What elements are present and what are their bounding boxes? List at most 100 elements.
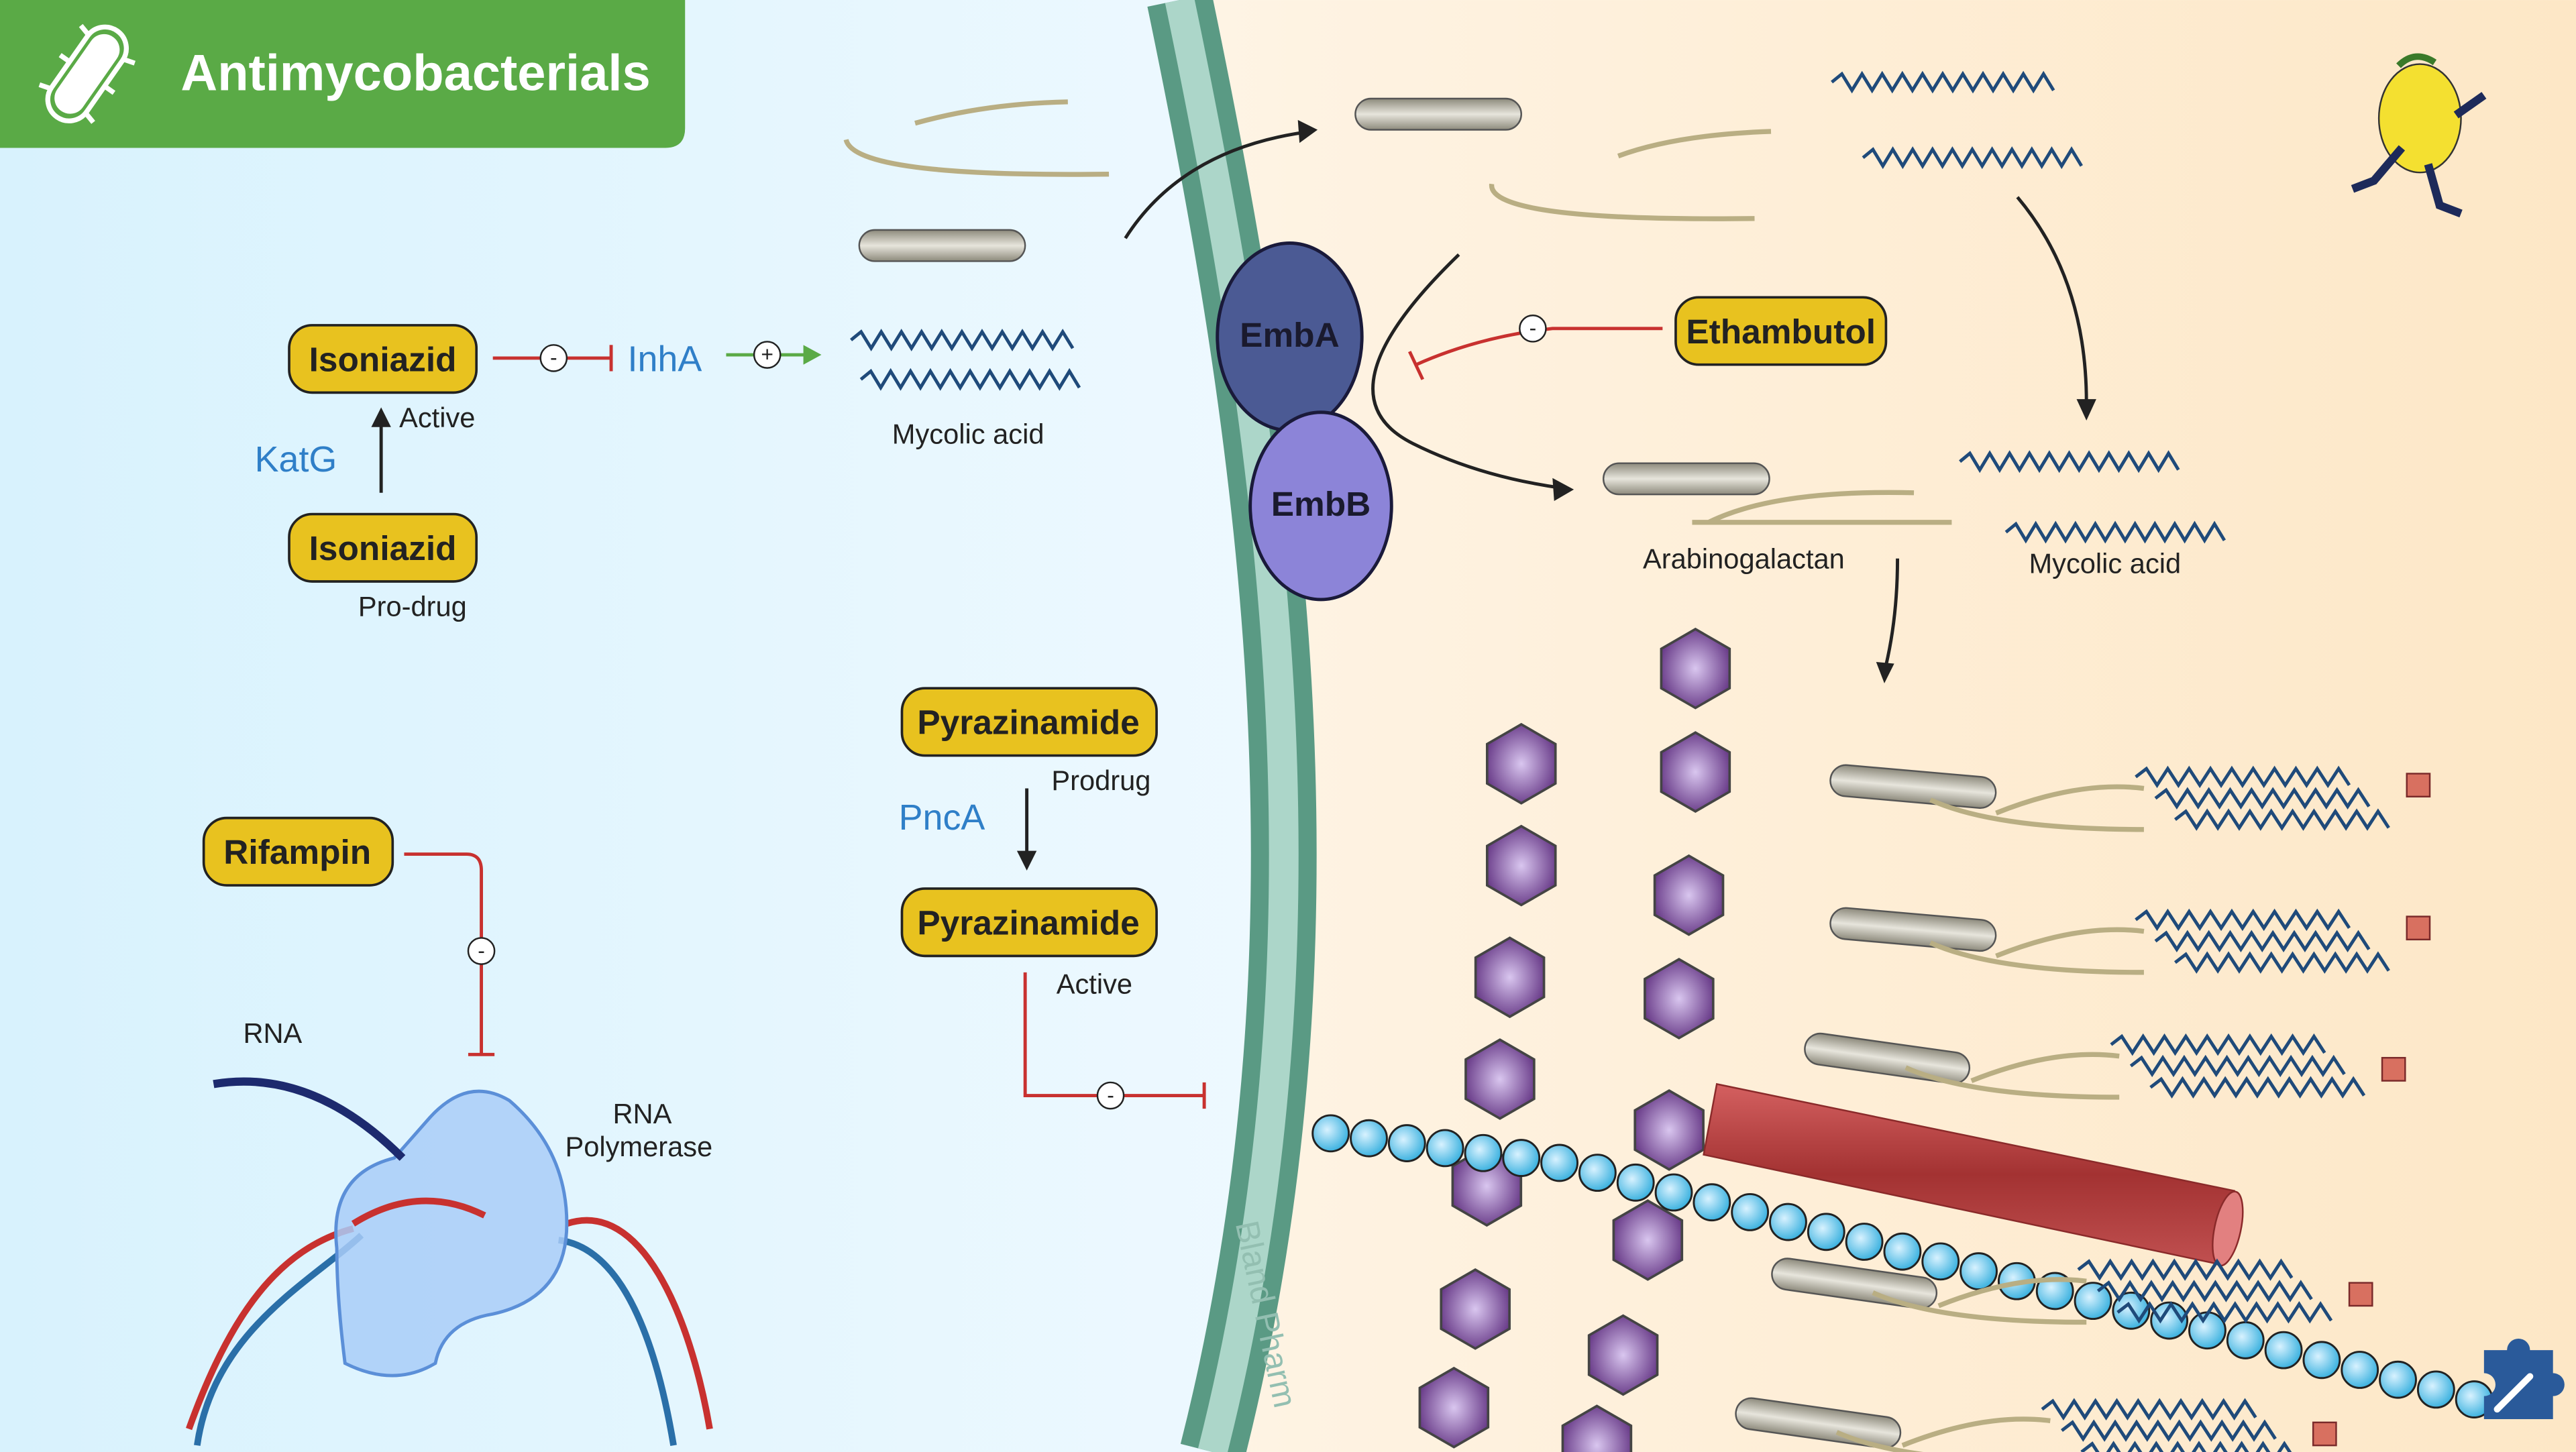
arabinan-bead	[1387, 1124, 1426, 1162]
rifampin-label: Rifampin	[223, 832, 371, 871]
minus-sign: -	[1529, 316, 1537, 340]
active-label: Active	[399, 402, 475, 433]
bacterium-icon	[38, 23, 136, 124]
arabinan-bead	[1540, 1143, 1578, 1182]
arabinan-bead	[1426, 1129, 1464, 1168]
arabinan-bead	[1616, 1163, 1655, 1202]
minus-sign: -	[550, 345, 557, 370]
header-banner: Antimycobacterials	[0, 0, 686, 148]
arabinan-bead	[1693, 1183, 1731, 1222]
arabinan-bead	[2379, 1360, 2417, 1399]
sugar-hexagon	[1464, 1038, 1536, 1120]
inhibition-line	[404, 852, 483, 1055]
mycolic-acid-zigzag	[2129, 1054, 2346, 1078]
arabinan-bead	[2188, 1311, 2226, 1350]
mycolic-acid-label: Mycolic acid	[892, 418, 1044, 449]
arabinan-bead	[1769, 1203, 1807, 1241]
sugar-hexagon	[1653, 854, 1725, 936]
synthesis-arrow	[1371, 253, 1561, 490]
mycolic-acid-zigzag	[2154, 787, 2371, 809]
minus-sign-icon	[467, 937, 496, 965]
ethambutol-badge[interactable]: Ethambutol	[1674, 296, 1888, 366]
sugar-hexagon	[1418, 1366, 1490, 1449]
page-title: Antimycobacterials	[180, 45, 650, 102]
rna-strand	[213, 1077, 406, 1161]
lipid-anchor	[2406, 915, 2431, 941]
arabinan-bead	[1960, 1252, 1998, 1290]
mycolic-acid-zigzag	[2060, 1419, 2277, 1442]
pyrazinamide-active-label: Pyrazinamide	[917, 903, 1139, 942]
minus-sign: -	[478, 938, 485, 962]
sugar-hexagon	[1660, 731, 1731, 813]
arabinan-bead	[1311, 1114, 1350, 1153]
arabinan-bead	[1845, 1223, 1884, 1261]
mycolic-acid-zigzag	[2080, 1441, 2292, 1452]
mycolic-acid-zigzag	[2149, 1076, 2366, 1099]
galactan-chain	[1929, 784, 2145, 832]
isoniazid-active-badge[interactable]: Isoniazid	[288, 324, 478, 394]
mycolic-acid-zigzag	[2116, 1301, 2333, 1324]
arrowhead	[803, 345, 822, 365]
arabinan-bead	[1883, 1232, 1922, 1271]
sugar-hexagon	[1561, 1404, 1633, 1452]
arrowhead	[1552, 478, 1574, 501]
isoniazid-active-label: Isoniazid	[309, 340, 457, 379]
flow-arrow	[2016, 196, 2088, 403]
arrowhead	[1016, 850, 1037, 871]
sugar-hexagon	[1440, 1268, 1511, 1350]
arabinan-bead	[2302, 1341, 2341, 1380]
rifampin-badge[interactable]: Rifampin	[202, 816, 394, 887]
arabinan-bead	[2226, 1321, 2265, 1359]
mycolic-acid-zigzag	[850, 329, 1075, 351]
mycolic-acid-zigzag	[2135, 908, 2351, 932]
prodrug-label-2: Prodrug	[1051, 765, 1150, 796]
arrowhead	[371, 407, 391, 427]
mycolic-acid-zigzag	[2004, 520, 2226, 544]
arabinan-rod	[1804, 1032, 1971, 1084]
isoniazid-prodrug-badge[interactable]: Isoniazid	[288, 512, 478, 583]
mycolic-acid-zigzag	[2154, 930, 2371, 953]
embb-label: EmbB	[1271, 484, 1371, 523]
sugar-hexagon	[1587, 1314, 1659, 1396]
flow-arrow	[1884, 558, 1900, 666]
prodrug-label: Pro-drug	[358, 590, 467, 622]
mycolic-acid-zigzag	[2096, 1280, 2313, 1302]
galactan-chains	[1692, 490, 1952, 525]
pyrazinamide-prodrug-badge[interactable]: Pyrazinamide	[900, 687, 1158, 757]
peptidoglycan-chain	[1418, 627, 1731, 1452]
sugar-hexagon	[1474, 936, 1546, 1019]
galactan-chain	[1929, 927, 2145, 975]
mycolic-acid-tube	[1703, 1082, 2244, 1267]
lipid-anchor	[2348, 1282, 2373, 1307]
arabinan-bead	[1731, 1192, 1770, 1231]
embb-protein: EmbB	[1248, 410, 1393, 602]
arabinan-rod	[1771, 1258, 1938, 1310]
mycolic-acid-zigzag	[1831, 70, 2055, 94]
mycolic-acid-zigzag	[1959, 450, 2180, 473]
arabinogalactan-complexes	[1735, 764, 2431, 1452]
arabinan-bead-chain	[1311, 1114, 2493, 1418]
arabinan-rod	[1354, 97, 1522, 131]
arabinan-bead	[2341, 1351, 2379, 1389]
active-label-2: Active	[1057, 968, 1132, 1000]
arabinan-rod	[1829, 764, 1997, 809]
arrowhead	[2076, 399, 2096, 421]
dna-template-strand	[351, 1197, 486, 1227]
lipid-anchor	[2312, 1421, 2337, 1447]
lemon-runner-mascot	[2351, 53, 2487, 218]
inhibition-bar	[1408, 351, 1425, 380]
mycolic-acid-chains	[850, 70, 2226, 544]
arabinan-rod	[1829, 907, 1997, 952]
minus-sign: -	[1107, 1082, 1114, 1107]
isoniazid-prodrug-label: Isoniazid	[309, 528, 457, 567]
pnca-label: PncA	[899, 797, 985, 838]
galactan-chain	[1904, 1052, 2120, 1100]
mycolic-acid-zigzag	[2110, 1033, 2326, 1056]
puzzle-piece-icon	[2483, 1338, 2565, 1419]
minus-sign-icon	[539, 344, 568, 372]
cell-wall-fragments	[843, 99, 1772, 221]
arabinan-bead	[2074, 1282, 2112, 1321]
rna-polymerase	[334, 1089, 569, 1378]
pyrazinamide-active-badge[interactable]: Pyrazinamide	[900, 887, 1158, 958]
